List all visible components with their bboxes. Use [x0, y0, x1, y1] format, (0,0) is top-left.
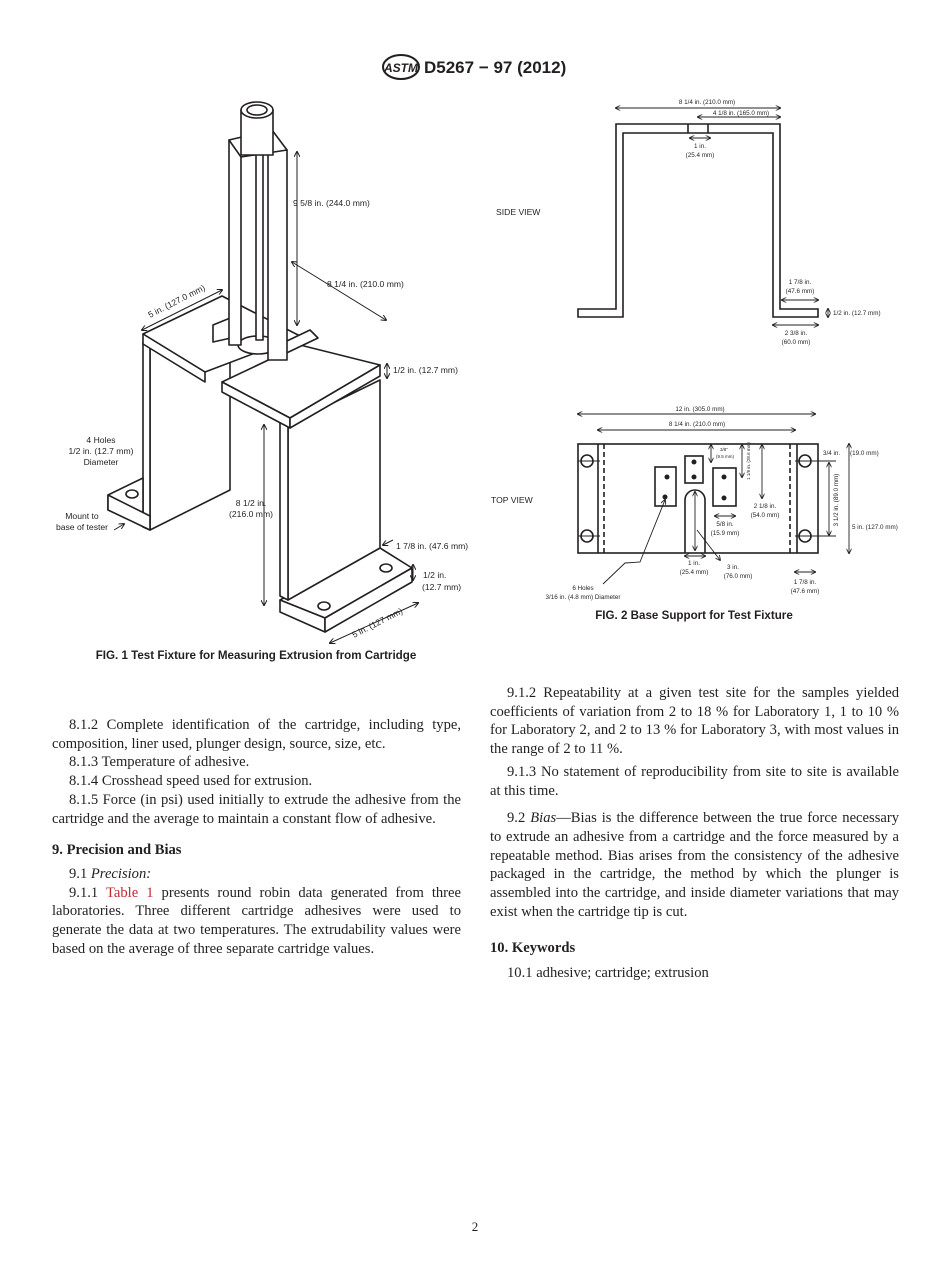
document-designation: D5267 − 97 (2012)	[424, 58, 567, 77]
svg-text:(25.4 mm): (25.4 mm)	[680, 569, 709, 576]
astm-logo: ASTM	[382, 54, 420, 80]
svg-text:8 1/4 in. (210.0 mm): 8 1/4 in. (210.0 mm)	[327, 279, 404, 289]
svg-text:12 in. (305.0 mm): 12 in. (305.0 mm)	[675, 406, 724, 413]
svg-text:3/4 in.: 3/4 in.	[823, 450, 840, 457]
svg-text:5/8 in.: 5/8 in.	[716, 521, 733, 528]
svg-text:(47.6 mm): (47.6 mm)	[786, 288, 815, 295]
left-column: 8.1.2 Complete identification of the car…	[52, 716, 461, 958]
svg-text:(60.0 mm): (60.0 mm)	[782, 339, 811, 346]
table-1-link[interactable]: Table 1	[105, 884, 154, 901]
figures: ASTM	[56, 54, 898, 662]
paragraph-8-1-3: 8.1.3 Temperature of adhesive.	[69, 754, 250, 771]
svg-text:1 7/8 in.: 1 7/8 in.	[794, 579, 817, 586]
svg-text:ASTM: ASTM	[383, 61, 419, 75]
svg-text:1 1/8 in. (28.6 mm): 1 1/8 in. (28.6 mm)	[746, 442, 751, 480]
svg-text:TOP VIEW: TOP VIEW	[491, 495, 534, 505]
section-heading-9: 9. Precision and Bias	[52, 842, 182, 859]
para-number: 9.1.1	[69, 884, 106, 901]
svg-text:1 7/8 in. (47.6 mm): 1 7/8 in. (47.6 mm)	[396, 541, 468, 551]
svg-text:SIDE VIEW: SIDE VIEW	[496, 207, 541, 217]
page-number: 2	[471, 1219, 479, 1234]
svg-text:9 5/8 in. (244.0 mm): 9 5/8 in. (244.0 mm)	[293, 198, 370, 208]
para-text: —Bias is the difference between the true…	[490, 810, 900, 920]
svg-text:1 in.: 1 in.	[694, 143, 706, 150]
fig2-top-dimensions	[578, 414, 849, 585]
svg-text:6 Holes: 6 Holes	[572, 585, 593, 592]
svg-text:1 in.: 1 in.	[688, 560, 700, 567]
fig2-caption: FIG. 2 Base Support for Test Fixture	[595, 609, 793, 622]
para-text: presents round robin data generated from…	[52, 884, 461, 957]
fig2-top-labels: 12 in. (305.0 mm) 8 1/4 in. (210.0 mm) T…	[491, 406, 898, 622]
svg-text:(216.0 mm): (216.0 mm)	[229, 509, 273, 519]
para-number: 9.2	[507, 810, 531, 827]
svg-text:(54.0 mm): (54.0 mm)	[751, 512, 780, 519]
svg-text:Diameter: Diameter	[84, 457, 119, 467]
fig1-caption: FIG. 1 Test Fixture for Measuring Extrus…	[96, 649, 417, 662]
paragraph-9-2: 9.2 Bias—Bias is the difference between …	[490, 809, 899, 921]
section-heading-10: 10. Keywords	[490, 940, 576, 957]
svg-text:1/2 in. (12.7 mm): 1/2 in. (12.7 mm)	[393, 365, 458, 375]
svg-text:1/2 in. (12.7 mm): 1/2 in. (12.7 mm)	[833, 310, 881, 317]
fig2-top-view	[577, 443, 819, 554]
fig2-side-dimensions	[616, 108, 828, 325]
paragraph-8-1-4: 8.1.4 Crosshead speed used for extrusion…	[69, 773, 313, 790]
right-column: 9.1.2 Repeatability at a given test site…	[490, 684, 899, 983]
svg-text:(12.7 mm): (12.7 mm)	[422, 582, 461, 592]
svg-text:1/2 in. (12.7 mm): 1/2 in. (12.7 mm)	[69, 446, 134, 456]
paragraph-9-1: 9.1 Precision:	[52, 865, 461, 884]
paragraph-8-1-5: 8.1.5 Force (in psi) used initially to e…	[52, 791, 461, 827]
svg-text:(25.4 mm): (25.4 mm)	[686, 152, 715, 159]
para-term: Precision:	[90, 865, 152, 882]
svg-text:4 1/8 in. (165.0 mm): 4 1/8 in. (165.0 mm)	[713, 110, 769, 117]
svg-text:1 7/8 in.: 1 7/8 in.	[789, 279, 812, 286]
svg-text:3 in.: 3 in.	[727, 564, 739, 571]
svg-text:(76.0 mm): (76.0 mm)	[724, 573, 753, 580]
svg-text:Mount to: Mount to	[65, 511, 99, 521]
svg-text:base of tester: base of tester	[56, 522, 108, 532]
svg-text:(47.6 mm): (47.6 mm)	[791, 588, 820, 595]
svg-text:5 in. (127.0 mm): 5 in. (127.0 mm)	[852, 524, 898, 531]
svg-text:2 1/8 in.: 2 1/8 in.	[754, 503, 777, 510]
svg-text:4 Holes: 4 Holes	[86, 435, 115, 445]
fig2-side-labels: 8 1/4 in. (210.0 mm) 4 1/8 in. (165.0 mm…	[496, 99, 881, 346]
svg-text:(9.5 mm): (9.5 mm)	[716, 454, 735, 459]
fig1-drawing	[107, 101, 413, 633]
paragraph-9-1-2: 9.1.2 Repeatability at a given test site…	[490, 685, 899, 758]
svg-text:(19.0 mm): (19.0 mm)	[850, 450, 879, 457]
paragraph-8-1-2: 8.1.2 Complete identification of the car…	[52, 717, 461, 752]
fig2-side-view	[577, 123, 819, 318]
svg-text:3 1/2 in. (89.0 mm): 3 1/2 in. (89.0 mm)	[833, 474, 840, 527]
svg-text:1/2 in.: 1/2 in.	[423, 570, 446, 580]
svg-text:(15.9 mm): (15.9 mm)	[711, 530, 740, 537]
svg-text:8 1/4 in. (210.0 mm): 8 1/4 in. (210.0 mm)	[679, 99, 735, 106]
svg-text:3/16 in. (4.8 mm) Diameter: 3/16 in. (4.8 mm) Diameter	[546, 594, 621, 601]
svg-text:2 3/8 in.: 2 3/8 in.	[785, 330, 808, 337]
para-term: Bias	[530, 810, 557, 827]
para-number: 9.1	[69, 865, 91, 882]
fig1-dimensions	[113, 152, 418, 643]
paragraph-9-1-3: 9.1.3 No statement of reproducibility fr…	[490, 763, 899, 799]
svg-text:3/8": 3/8"	[720, 447, 728, 452]
paragraph-9-1-1: 9.1.1 Table 1 presents round robin data …	[52, 884, 461, 959]
svg-text:8 1/2 in.: 8 1/2 in.	[236, 498, 267, 508]
svg-text:8 1/4 in. (210.0 mm): 8 1/4 in. (210.0 mm)	[669, 421, 725, 428]
paragraph-10-1: 10.1 adhesive; cartridge; extrusion	[507, 965, 709, 982]
